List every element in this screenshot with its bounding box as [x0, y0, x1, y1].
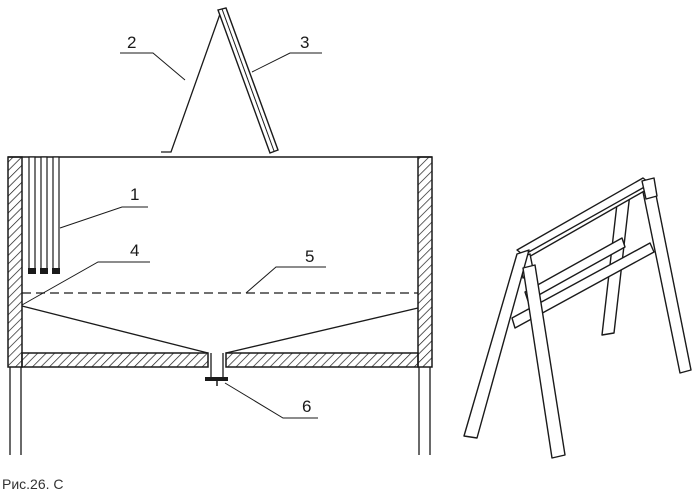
stand-front-leg-right [522, 264, 566, 459]
tank-cover [161, 7, 279, 154]
stand-back-leg-right [641, 184, 692, 374]
tank-body [7, 156, 433, 455]
tank-right-wall [417, 156, 433, 368]
tube-bundle [28, 156, 60, 274]
leader-6 [224, 382, 318, 419]
label-2: 2 [127, 33, 136, 52]
tank-left-wall [7, 156, 23, 368]
figure-caption: Рис.26. С [2, 476, 64, 492]
stand-lower-crossbar [511, 242, 655, 329]
leader-lines [21, 52, 326, 419]
stand-top-beam [516, 177, 654, 259]
label-5: 5 [305, 247, 314, 266]
label-6: 6 [302, 397, 311, 416]
leader-3 [251, 52, 322, 73]
sawhorse-stand [463, 177, 692, 459]
label-1: 1 [130, 185, 139, 204]
stand-front-leg-left [463, 249, 530, 439]
label-4: 4 [130, 241, 139, 260]
leader-1 [59, 206, 148, 229]
stand-block-right [641, 177, 658, 200]
leader-2 [120, 52, 186, 81]
leader-4 [21, 261, 150, 306]
tank-bottom-right [225, 352, 419, 368]
funnel-bottom [21, 305, 419, 354]
leader-5 [245, 266, 326, 294]
tank-bottom-left [21, 352, 209, 368]
label-3: 3 [300, 33, 309, 52]
drain-pipe [205, 353, 228, 386]
